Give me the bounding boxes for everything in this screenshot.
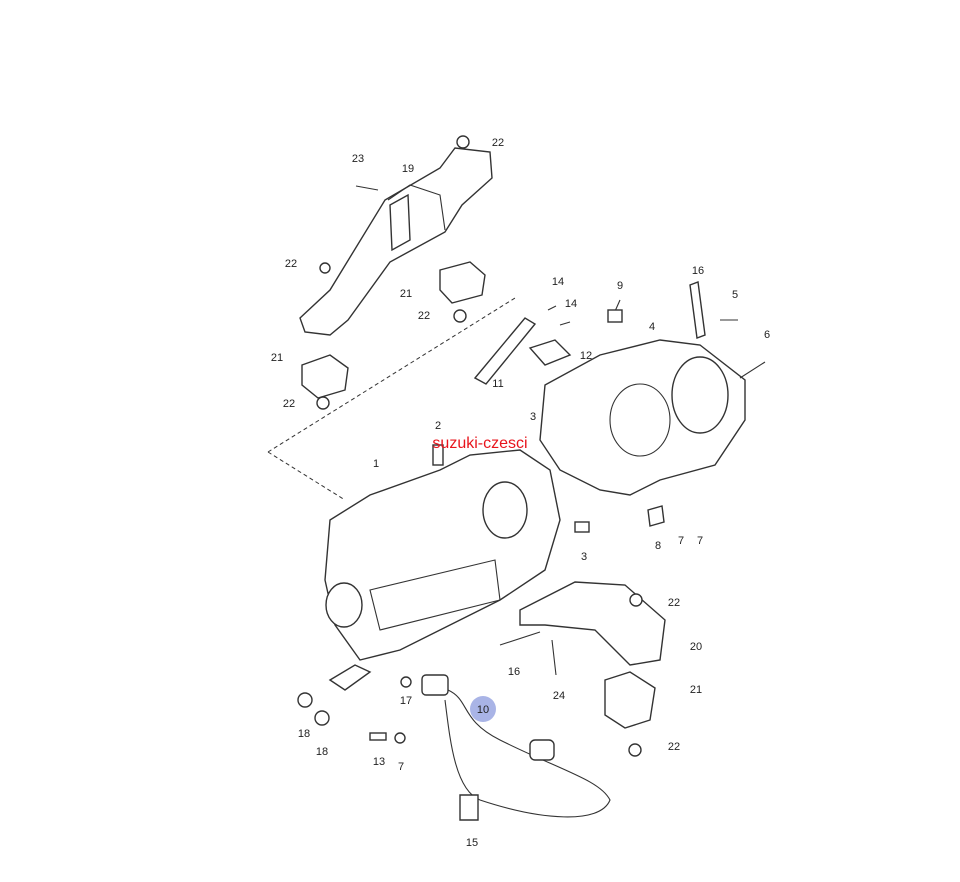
callout-23[interactable]: 23 [352,153,364,165]
callout-13[interactable]: 13 [373,756,385,768]
front-mount-bracket [499,505,666,757]
callout-5[interactable]: 5 [732,289,738,301]
callout-24[interactable]: 24 [553,690,565,702]
callout-21[interactable]: 21 [271,352,283,364]
callout-17[interactable]: 17 [400,695,412,707]
callout-14[interactable]: 14 [552,276,564,288]
callout-21[interactable]: 21 [690,684,702,696]
callout-3[interactable]: 3 [530,411,536,423]
watermark: suzuki-czesci [432,435,527,452]
callout-19[interactable]: 19 [402,163,414,175]
extension-case [473,281,766,496]
callout-7[interactable]: 7 [678,535,684,547]
callout-3[interactable]: 3 [581,551,587,563]
callout-7[interactable]: 7 [697,535,703,547]
callout-18[interactable]: 18 [316,746,328,758]
callout-14[interactable]: 14 [565,298,577,310]
callout-1[interactable]: 1 [373,458,379,470]
callout-10[interactable]: 10 [477,704,489,716]
callout-22[interactable]: 22 [418,310,430,322]
callout-7[interactable]: 7 [398,761,404,773]
callout-20[interactable]: 20 [690,641,702,653]
callout-21[interactable]: 21 [400,288,412,300]
callout-22[interactable]: 22 [492,137,504,149]
callout-11[interactable]: 11 [492,378,503,390]
callout-16[interactable]: 16 [508,666,520,678]
callout-18[interactable]: 18 [298,728,310,740]
callout-4[interactable]: 4 [649,321,655,333]
callout-15[interactable]: 15 [466,837,478,849]
callout-12[interactable]: 12 [580,350,592,362]
callout-8[interactable]: 8 [655,540,661,552]
callout-22[interactable]: 22 [285,258,297,270]
callout-labels: 22 23 19 22 21 22 14 14 12 11 9 4 16 5 6… [271,137,770,849]
callout-16[interactable]: 16 [692,265,704,277]
callout-9[interactable]: 9 [617,280,623,292]
rear-mount-bracket [299,135,493,410]
speed-sensor-harness [297,674,611,821]
callout-22[interactable]: 22 [283,398,295,410]
callout-22[interactable]: 22 [668,741,680,753]
assembly-guide-line [267,297,516,501]
callout-22[interactable]: 22 [668,597,680,609]
callout-2[interactable]: 2 [435,420,441,432]
callout-10-highlight[interactable] [470,696,496,722]
transfer-case [324,444,590,691]
callout-6[interactable]: 6 [764,329,770,341]
